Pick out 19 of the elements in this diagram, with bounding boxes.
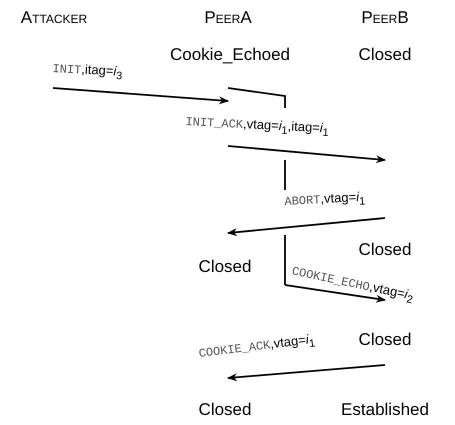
- state-label: Closed: [358, 45, 412, 65]
- message-arrow: [227, 217, 386, 236]
- message-label: ABORT,vtag=i$_{1}$: [284, 188, 366, 211]
- message-arrow: [284, 284, 386, 303]
- participant-name: Attacker: [20, 8, 88, 28]
- participant-name: PeerB: [361, 8, 409, 28]
- state-label: Closed: [358, 330, 412, 350]
- state-label: Closed: [198, 257, 252, 277]
- message-label: COOKIE_ACK,vtag=i$_{1}$: [198, 330, 316, 364]
- state-label: Established: [341, 400, 429, 420]
- state-label: Cookie_Echoed: [170, 45, 290, 65]
- message-label: INIT,itag=i$_{3}$: [52, 60, 123, 82]
- message-arrow: [228, 145, 386, 164]
- participant-name: PeerA: [204, 8, 252, 28]
- message-label: INIT_ACK,vtag=i$_{1}$,itag=i$_{1}$: [185, 114, 330, 140]
- state-label: Closed: [198, 400, 252, 420]
- state-label: Closed: [358, 240, 412, 260]
- message-arrow: [227, 364, 386, 382]
- message-arrow: [52, 87, 229, 104]
